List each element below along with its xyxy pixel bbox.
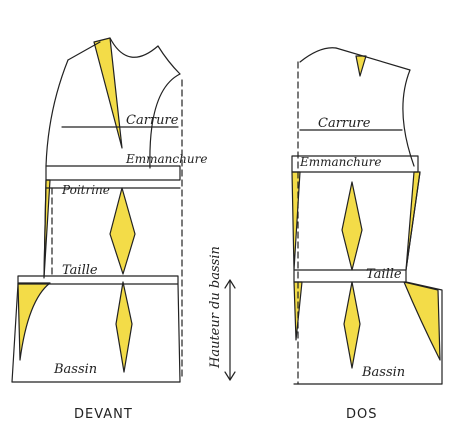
hip-height-label: Hauteur du bassin	[208, 246, 223, 369]
front-poitrine-label: Poitrine	[61, 183, 110, 197]
front-armhole-curve	[149, 73, 181, 169]
back-hip-seam-right	[405, 281, 443, 385]
front-armhole-upper	[157, 45, 181, 75]
front-waist-dart	[109, 187, 136, 373]
front-hip-flare	[17, 282, 51, 361]
front-bassin-label: Bassin	[53, 362, 97, 377]
back-waist-dart	[341, 181, 363, 369]
front-emmanchure-band	[45, 165, 181, 181]
front-taille-label: Taille	[62, 263, 98, 278]
back-taille-label: Taille	[366, 267, 402, 282]
front-left-curve	[45, 59, 69, 167]
back-taille-band	[293, 269, 407, 283]
front-hip-seam-left	[11, 283, 19, 383]
back-hip-flare-right	[403, 281, 441, 361]
back-caption: DOS	[346, 407, 378, 422]
back-shoulder-line	[335, 47, 411, 71]
back-armhole-curve	[402, 69, 415, 167]
back-shoulder-dart	[355, 55, 367, 77]
front-bodice	[11, 37, 183, 383]
back-emmanchure-band	[291, 155, 419, 173]
back-carrure-label: Carrure	[318, 116, 371, 131]
front-taille-band	[17, 275, 179, 285]
back-neckline	[299, 47, 337, 63]
front-emmanchure-label: Emmanchure	[125, 152, 207, 166]
front-shoulder-line	[67, 41, 101, 61]
back-side-dart-left	[291, 171, 301, 271]
front-hip-seam-right	[177, 283, 181, 383]
hip-height-arrow	[224, 279, 236, 381]
back-bassin-label: Bassin	[361, 365, 405, 380]
front-shoulder-dart	[93, 37, 123, 149]
front-carrure-label: Carrure	[126, 113, 179, 128]
front-caption: DEVANT	[74, 407, 133, 422]
front-side-seam-left	[43, 179, 47, 277]
back-bodice	[291, 47, 443, 385]
front-neckline	[109, 37, 159, 58]
back-hip-flare-left	[293, 281, 303, 341]
back-side-seam-right	[405, 171, 421, 271]
back-emmanchure-label: Emmanchure	[299, 155, 381, 169]
